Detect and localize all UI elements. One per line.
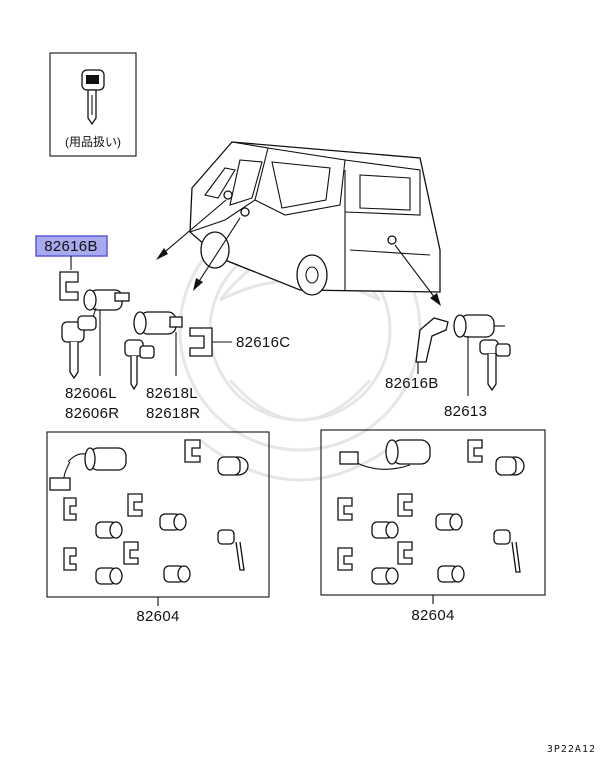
part-number-82618R[interactable]: 82618R bbox=[146, 405, 200, 422]
arrows bbox=[156, 199, 441, 306]
accessory-caption: (用品扱い) bbox=[65, 135, 121, 149]
part-number-82604-right[interactable]: 82604 bbox=[411, 607, 454, 624]
door-lock-cylinder-82618 bbox=[124, 311, 183, 391]
part-number-82606R[interactable]: 82606R bbox=[65, 405, 119, 422]
part-number-82616C[interactable]: 82616C bbox=[236, 334, 290, 351]
part-number-82606L[interactable]: 82606L bbox=[65, 385, 117, 402]
part-number-82618L[interactable]: 82618L bbox=[146, 385, 198, 402]
part-82616B-highlight[interactable]: 82616B bbox=[35, 235, 108, 257]
clip-82616B bbox=[59, 271, 79, 301]
rear-lock-cylinder-82613 bbox=[453, 314, 511, 392]
lock-kit-box-right bbox=[320, 429, 546, 596]
key-icon bbox=[81, 69, 105, 126]
part-number-82613[interactable]: 82613 bbox=[444, 403, 487, 420]
part-number-82616B: 82616B bbox=[44, 238, 98, 255]
part-number-82604-left[interactable]: 82604 bbox=[136, 608, 179, 625]
part-number-82616B-rear[interactable]: 82616B bbox=[385, 375, 439, 392]
van-illustration bbox=[189, 141, 441, 296]
lock-kit-box-left bbox=[46, 431, 270, 598]
door-lock-cylinder-82606 bbox=[61, 289, 130, 380]
clip-82616C bbox=[189, 327, 213, 357]
diagram-code: 3P22A12 bbox=[547, 744, 596, 755]
accessory-key-box: (用品扱い) bbox=[49, 52, 137, 157]
